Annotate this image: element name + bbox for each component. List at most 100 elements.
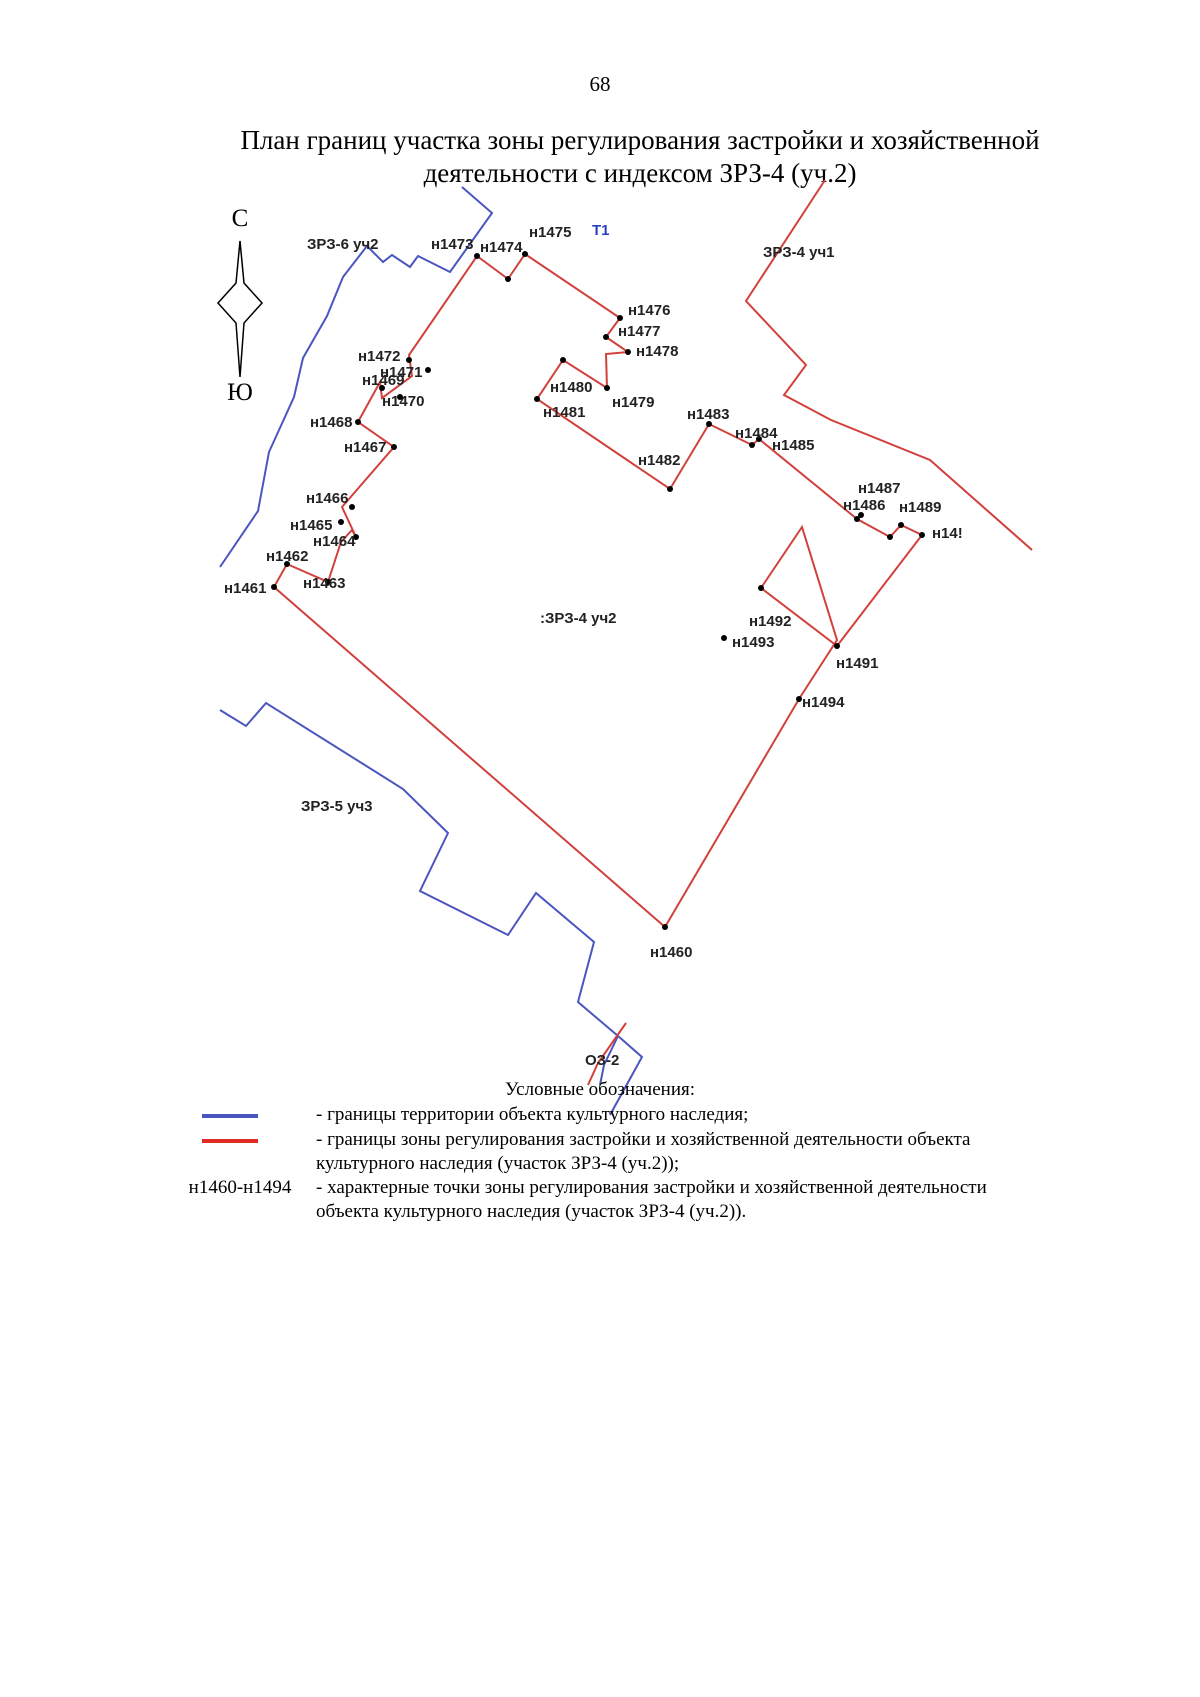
label-n1483: н1483 (687, 406, 729, 423)
label-n1467: н1467 (344, 439, 386, 456)
label-n1492: н1492 (749, 613, 791, 630)
point-n1489 (898, 522, 904, 528)
label-n1476: н1476 (628, 302, 670, 319)
point-n1466 (349, 504, 355, 510)
point-n1483 (706, 421, 712, 427)
zone-label-zrz6: ЗРЗ-6 уч2 (307, 236, 379, 253)
compass-north-label: С (231, 205, 249, 232)
label-n1469: н1469 (362, 372, 404, 389)
title-line-1: План границ участка зоны регулирования з… (240, 125, 1040, 155)
point-n1475 (522, 251, 528, 257)
point-n1463 (325, 579, 331, 585)
label-n1494: н1494 (802, 694, 845, 711)
point-n1478 (625, 349, 631, 355)
point-n1472 (406, 357, 412, 363)
point-n1493 (721, 635, 727, 641)
point-n1464 (353, 534, 359, 540)
point-n1460 (662, 924, 668, 930)
point-n1481 (534, 396, 540, 402)
label-n1487: н1487 (858, 480, 900, 497)
label-n1490: н14! (932, 525, 963, 542)
label-n1493: н1493 (732, 634, 774, 651)
label-n1477: н1477 (618, 323, 660, 340)
label-n1480: н1480 (550, 379, 592, 396)
point-n1471 (425, 367, 431, 373)
label-n1472: н1472 (358, 348, 400, 365)
legend-zone-text-2: культурного наследия (участок ЗРЗ-4 (уч.… (316, 1153, 680, 1174)
label-n1475: н1475 (529, 224, 571, 241)
zone-label-oz2: ОЗ-2 (585, 1052, 619, 1069)
compass-rose: С Ю (200, 205, 280, 406)
zone-label-zrz4-uch2: :ЗРЗ-4 уч2 (540, 610, 617, 627)
compass-arrow-icon (216, 240, 264, 378)
legend-points-text-1: - характерные точки зоны регулирования з… (316, 1177, 987, 1198)
label-n1484: н1484 (735, 425, 778, 442)
title-line-2: деятельности с индексом ЗРЗ-4 (уч.2) (423, 158, 857, 188)
label-n1489: н1489 (899, 499, 941, 516)
point-n1477 (603, 334, 609, 340)
label-n1470: н1470 (382, 393, 424, 410)
label-n1486: н1486 (843, 497, 885, 514)
blue-line-swatch (202, 1114, 258, 1118)
heritage-boundary-zrz6 (219, 186, 494, 568)
legend-points-text-2: объекта культурного наследия (участок ЗР… (316, 1201, 747, 1222)
page-title: План границ участка зоны регулирования з… (150, 124, 1130, 190)
label-n1485: н1485 (772, 437, 814, 454)
label-n1474: н1474 (480, 239, 523, 256)
page-number: 68 (589, 72, 611, 96)
compass-south-label: Ю (227, 379, 253, 406)
point-n1487 (858, 512, 864, 518)
heritage-boundary-zrz5 (219, 701, 644, 1116)
boundary-points (271, 251, 925, 930)
point-n1474 (505, 276, 511, 282)
legend-heritage-text: - границы территории объекта культурного… (316, 1104, 749, 1125)
legend-zone-text-1: - границы зоны регулирования застройки и… (316, 1129, 971, 1150)
label-n1462: н1462 (266, 548, 308, 565)
legend-title: Условные обозначения: (504, 1079, 696, 1100)
label-n1473: н1473 (431, 236, 473, 253)
label-n1461: н1461 (224, 580, 266, 597)
label-n1460: н1460 (650, 944, 692, 961)
boundary-map: ЗРЗ-6 уч2 ЗРЗ-4 уч1 :ЗРЗ-4 уч2 ЗРЗ-5 уч3… (219, 179, 1033, 1116)
label-n1491: н1491 (836, 655, 878, 672)
point-n1491 (834, 643, 840, 649)
label-n1465: н1465 (290, 517, 332, 534)
point-n1479 (604, 385, 610, 391)
point-n1467 (391, 444, 397, 450)
point-n1485 (756, 436, 762, 442)
label-n1482: н1482 (638, 452, 680, 469)
label-n1481: н1481 (543, 404, 585, 421)
zone-boundary-zrz4-uch2 (272, 252, 924, 929)
point-n1473 (474, 253, 480, 259)
label-n1464: н1464 (313, 533, 356, 550)
point-n1476 (617, 315, 623, 321)
heritage-boundary-oz2-left (599, 1035, 619, 1086)
point-n1469 (379, 385, 385, 391)
zone-boundary-zrz4-uch1 (744, 179, 1033, 551)
zone-boundary-oz2 (587, 1022, 627, 1086)
zone-label-zrz4-uch1: ЗРЗ-4 уч1 (763, 244, 835, 261)
label-n1471: н1471 (380, 364, 422, 381)
zone-label-zrz5: ЗРЗ-5 уч3 (301, 798, 373, 815)
point-n1492 (758, 585, 764, 591)
label-n1466: н1466 (306, 490, 348, 507)
point-n1480 (560, 357, 566, 363)
label-n1468: н1468 (310, 414, 352, 431)
point-n1486 (854, 516, 860, 522)
red-line-swatch (202, 1139, 258, 1143)
point-n1465 (338, 519, 344, 525)
point-n1470 (397, 394, 403, 400)
point-n1482 (667, 486, 673, 492)
point-n1461 (271, 584, 277, 590)
zone-label-t1: Т1 (592, 222, 610, 239)
legend-points-key: н1460-н1494 (188, 1177, 292, 1198)
point-n1490 (919, 532, 925, 538)
point-n1468 (355, 419, 361, 425)
label-n1463: н1463 (303, 575, 345, 592)
point-n1462 (284, 561, 290, 567)
point-n1494 (796, 696, 802, 702)
point-n1484 (749, 442, 755, 448)
label-n1478: н1478 (636, 343, 678, 360)
label-n1479: н1479 (612, 394, 654, 411)
point-n1488 (887, 534, 893, 540)
